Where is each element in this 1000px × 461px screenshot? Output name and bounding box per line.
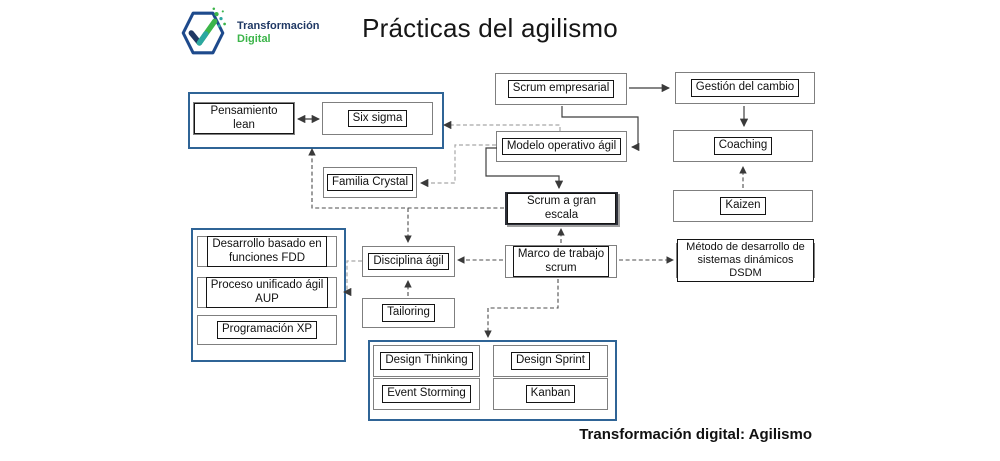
node-label: Modelo operativo ágil xyxy=(501,137,622,156)
connector-modelo-familia-crystal xyxy=(419,144,496,188)
node-label: Método de desarrollo de sistemas dinámic… xyxy=(677,238,814,283)
node-gestion-del-cambio: Gestión del cambio xyxy=(675,72,815,104)
node-event-storming: Event Storming xyxy=(373,378,480,410)
node-label: Coaching xyxy=(713,137,773,155)
node-coaching: Coaching xyxy=(673,130,813,162)
node-dsdm: Método de desarrollo de sistemas dinámic… xyxy=(676,238,815,283)
node-label: Tailoring xyxy=(382,304,435,322)
node-kaizen: Kaizen xyxy=(673,190,813,222)
connector-disciplina-fdd-group xyxy=(342,260,362,297)
footer-caption: Transformación digital: Agilismo xyxy=(579,426,812,443)
node-label: Marco de trabajo scrum xyxy=(512,245,610,278)
node-scrum-a-gran-escala-highlighted: Scrum a gran escala xyxy=(505,192,618,225)
node-label: Event Storming xyxy=(382,385,471,403)
node-disciplina-agil: Disciplina ágil xyxy=(362,246,455,277)
logo: Transformación Digital xyxy=(176,4,320,62)
node-design-thinking: Design Thinking xyxy=(373,345,480,377)
node-label: Scrum a gran escala xyxy=(507,192,616,225)
transformacion-digital-logo-icon xyxy=(181,7,226,55)
node-modelo-operativo-agil: Modelo operativo ágil xyxy=(496,131,627,162)
node-design-sprint: Design Sprint xyxy=(493,345,608,377)
group-lean-sixsigma xyxy=(188,92,444,149)
node-label: Kanban xyxy=(525,385,576,403)
node-label: Programación XP xyxy=(216,321,318,339)
node-label: Design Thinking xyxy=(380,352,473,370)
node-label: Disciplina ágil xyxy=(368,252,449,271)
node-tailoring: Tailoring xyxy=(362,298,455,328)
logo-line2: Digital xyxy=(237,33,271,45)
node-label: Six sigma xyxy=(347,109,408,128)
node-marco-de-trabajo-scrum: Marco de trabajo scrum xyxy=(505,245,617,278)
node-familia-crystal: Familia Crystal xyxy=(323,167,417,198)
node-label: Pensamiento lean xyxy=(194,102,294,135)
node-label: Desarrollo basado en funciones FDD xyxy=(207,235,327,268)
node-programacion-xp: Programación XP xyxy=(197,315,337,345)
node-label: Proceso unificado ágil AUP xyxy=(205,276,329,309)
connector-marco-design-group xyxy=(484,279,559,338)
node-label: Gestión del cambio xyxy=(690,79,800,97)
node-kanban: Kanban xyxy=(493,378,608,410)
node-fdd: Desarrollo basado en funciones FDD xyxy=(197,235,337,268)
node-label: Kaizen xyxy=(720,197,766,215)
node-aup: Proceso unificado ágil AUP xyxy=(197,276,337,309)
node-label: Design Sprint xyxy=(510,352,591,370)
node-pensamiento-lean: Pensamiento lean xyxy=(193,102,295,135)
group-design-kanban xyxy=(368,340,617,421)
node-six-sigma: Six sigma xyxy=(322,102,433,135)
node-label: Familia Crystal xyxy=(326,173,414,192)
node-scrum-empresarial: Scrum empresarial xyxy=(495,73,627,105)
logo-text: Transformación Digital xyxy=(237,20,320,45)
logo-line1: Transformación xyxy=(237,20,320,33)
node-label: Scrum empresarial xyxy=(507,80,615,98)
page-title: Prácticas del agilismo xyxy=(362,13,618,43)
